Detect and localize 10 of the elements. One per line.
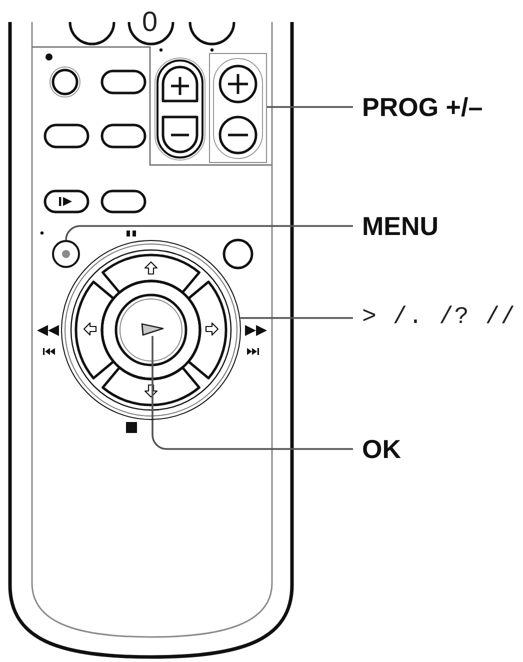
callout-label: PROG +/–	[362, 93, 483, 121]
callout-label: OK	[362, 435, 401, 463]
round-button	[52, 240, 80, 268]
callout-label: > /. /? //	[362, 304, 516, 332]
leader-line	[240, 317, 353, 319]
leader-line	[267, 106, 353, 108]
digit-label: 0	[142, 8, 158, 36]
callout-label: MENU	[362, 212, 439, 240]
play-icon	[140, 322, 164, 336]
leader-line	[152, 336, 353, 450]
